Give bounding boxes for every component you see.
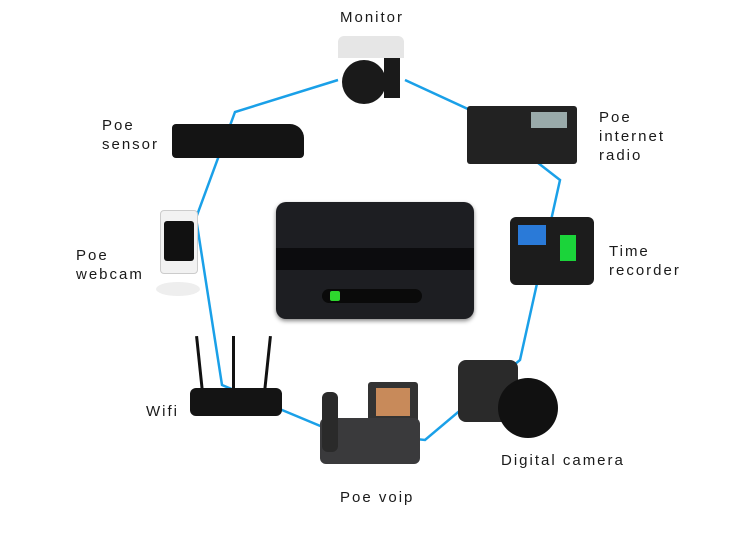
power-icon	[330, 291, 340, 301]
label-wifi: Wifi	[146, 403, 179, 420]
label-voip: Poe voip	[340, 489, 415, 506]
poe-switch-hub	[276, 202, 474, 319]
poe-webcam-device	[156, 210, 200, 298]
label-monitor: Monitor	[340, 9, 405, 26]
label-time-recorder: Time recorder	[609, 243, 681, 279]
label-radio: Poe internet radio	[599, 109, 666, 164]
label-camera: Digital camera	[501, 452, 625, 469]
label-webcam: Poe webcam	[76, 247, 144, 283]
digital-camera-device	[458, 350, 562, 440]
label-sensor: Poe sensor	[102, 117, 160, 153]
time-recorder-device	[510, 217, 594, 285]
internet-radio-device	[467, 106, 577, 164]
led-panel	[322, 289, 422, 303]
monitor-camera	[338, 36, 404, 116]
poe-sensor-device	[172, 124, 304, 158]
wifi-router-device	[190, 335, 282, 416]
voip-phone-device	[306, 378, 426, 470]
